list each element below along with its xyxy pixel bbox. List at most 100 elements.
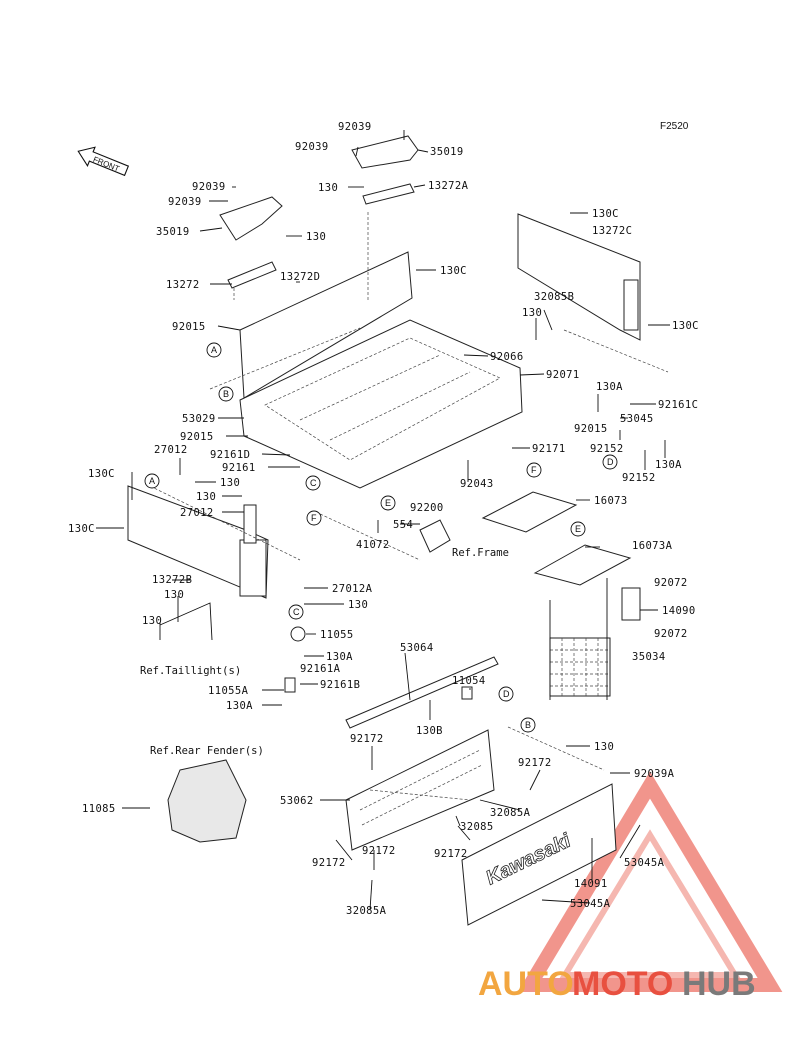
- part-label-92161c: 92161C: [658, 399, 698, 411]
- part-label-130a: 130A: [226, 700, 253, 712]
- part-label-27012a: 27012A: [332, 583, 373, 595]
- callout-c: C: [288, 604, 304, 620]
- part-label-92172: 92172: [350, 733, 384, 745]
- part-label-92043: 92043: [460, 478, 494, 490]
- part-label-53029: 53029: [182, 413, 216, 425]
- svg-text:D: D: [503, 689, 510, 699]
- part-label-32085a: 32085A: [346, 905, 387, 917]
- part-label-92039: 92039: [295, 141, 329, 153]
- svg-text:C: C: [310, 478, 317, 488]
- part-label-92072: 92072: [654, 577, 688, 589]
- part-label-130: 130: [522, 307, 542, 319]
- part-label-130c: 130C: [68, 523, 95, 535]
- callout-f: F: [526, 462, 542, 478]
- callout-c: C: [305, 475, 321, 491]
- part-label-11055: 11055: [320, 629, 354, 641]
- mat-16073: [481, 491, 578, 533]
- bed-rib-1: [299, 354, 441, 421]
- part-label-92200: 92200: [410, 502, 444, 514]
- part-label-14091: 14091: [574, 878, 608, 890]
- callout-f: F: [306, 510, 322, 526]
- part-label-92066: 92066: [490, 351, 524, 363]
- part-label-27012: 27012: [154, 444, 188, 456]
- part-label-11055a: 11055A: [208, 685, 249, 697]
- part-label-16073: 16073: [594, 495, 628, 507]
- watermark-logo: [517, 771, 783, 992]
- part-label-92071: 92071: [546, 369, 580, 381]
- part-label-13272c: 13272C: [592, 225, 632, 237]
- hinge-27012: [243, 504, 257, 544]
- part-label-130: 130: [142, 615, 162, 627]
- taillight-bracket: [159, 602, 213, 641]
- part-label-130: 130: [594, 741, 614, 753]
- part-label-53045a: 53045A: [624, 857, 665, 869]
- part-label-92015: 92015: [180, 431, 214, 443]
- callout-a: A: [206, 342, 222, 358]
- part-label-13272a: 13272A: [428, 180, 469, 192]
- part-label-32085a: 32085A: [490, 807, 531, 819]
- cargo-net-grid: [550, 638, 610, 696]
- mat-16073a: [533, 544, 632, 586]
- part-label-92152: 92152: [622, 472, 656, 484]
- ref-taillight: Ref.Taillight(s): [140, 665, 241, 677]
- latch-11055: [290, 626, 306, 642]
- part-label-35034: 53064: [400, 642, 434, 654]
- side-panel-post-left: [239, 539, 267, 597]
- callout-a: A: [144, 473, 160, 489]
- part-label-41072: 41072: [356, 539, 390, 551]
- part-label-92171: 92171: [532, 443, 566, 455]
- bed-floor-ribs: [264, 337, 501, 461]
- bracket-13272a: [362, 183, 415, 205]
- bracket-35019-left: [219, 196, 283, 241]
- part-label-92039a: 92039A: [634, 768, 675, 780]
- figure-id: F2520: [660, 121, 689, 132]
- part-label-11085: 11085: [82, 803, 116, 815]
- part-label-13272d: 13272D: [280, 271, 320, 283]
- callout-e: E: [570, 521, 586, 537]
- svg-text:C: C: [293, 607, 300, 617]
- plate-14090: [621, 587, 641, 621]
- part-label-92015: 92015: [574, 423, 608, 435]
- ref-rear-fender: Ref.Rear Fender(s): [150, 745, 264, 757]
- part-label-92152: 92152: [590, 443, 624, 455]
- part-label-14090: 14090: [662, 605, 696, 617]
- part-label-130c: 130C: [672, 320, 699, 332]
- part-label-130: 130: [348, 599, 368, 611]
- rail-35034: [345, 656, 499, 729]
- part-label-27012: 27012: [180, 507, 214, 519]
- callout-e: E: [380, 495, 396, 511]
- part-label-92172: 92172: [312, 857, 346, 869]
- part-label-92039: 92039: [168, 196, 202, 208]
- side-panel-post-right: [623, 279, 639, 331]
- part-label-130a: 130A: [596, 381, 623, 393]
- svg-text:F: F: [531, 465, 537, 475]
- part-label-130: 130: [318, 182, 338, 194]
- part-label-554: 554: [393, 519, 413, 531]
- frame-ref-block: [419, 519, 451, 553]
- part-label-53064: 35034: [632, 651, 666, 663]
- part-label-130a: 130A: [326, 651, 353, 663]
- front-arrow: FRONT: [77, 146, 130, 177]
- part-label-92161a: 92161A: [300, 663, 341, 675]
- part-label-16073a: 16073A: [632, 540, 673, 552]
- part-label-130c: 130C: [440, 265, 467, 277]
- callout-b: B: [520, 717, 536, 733]
- part-label-13272b: 13272B: [152, 574, 192, 586]
- part-label-130: 130: [196, 491, 216, 503]
- svg-text:B: B: [525, 720, 531, 730]
- part-label-11054: 11054: [452, 675, 486, 687]
- part-label-130b: 130B: [416, 725, 443, 737]
- side-panel-13272c: [517, 213, 641, 341]
- callout-d: D: [498, 686, 514, 702]
- part-label-130: 130: [220, 477, 240, 489]
- callout-d: D: [602, 454, 618, 470]
- bracket-35019-top: [351, 135, 419, 169]
- svg-text:HUB: HUB: [682, 965, 756, 1003]
- tailgate-outer-14091: [461, 783, 617, 926]
- part-label-32085: 32085: [460, 821, 494, 833]
- part-label-92015: 92015: [172, 321, 206, 333]
- leader-lines: [96, 130, 670, 911]
- front-panel-13272d: [239, 251, 413, 399]
- part-label-32085b: 32085B: [534, 291, 574, 303]
